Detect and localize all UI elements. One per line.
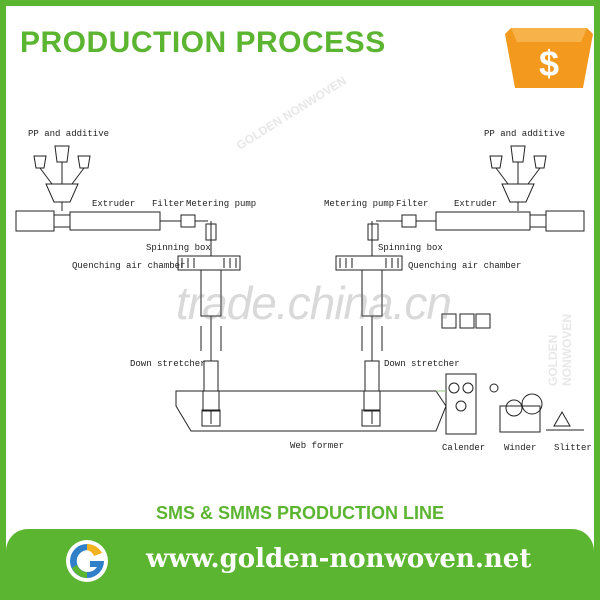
label-spinning-right: Spinning box bbox=[378, 243, 443, 253]
process-diagram: PP and additive PP and additive Extruder… bbox=[15, 129, 592, 453]
calender-unit bbox=[436, 313, 491, 435]
label-winder: Winder bbox=[504, 443, 536, 453]
label-pp-right: PP and additive bbox=[484, 129, 565, 139]
left-down-stretcher bbox=[202, 390, 220, 424]
label-quench-right: Quenching air chamber bbox=[408, 261, 521, 271]
label-calender: Calender bbox=[442, 443, 485, 453]
label-extruder-left: Extruder bbox=[92, 199, 135, 209]
winder-unit bbox=[489, 383, 543, 433]
website-link[interactable]: www.golden-nonwoven.net bbox=[146, 544, 532, 574]
label-spinning-left: Spinning box bbox=[146, 243, 211, 253]
label-down-left: Down stretcher bbox=[130, 359, 206, 369]
quench-hatching bbox=[181, 258, 399, 268]
label-pp-left: PP and additive bbox=[28, 129, 109, 139]
site-watermark: trade.china.cn bbox=[176, 277, 452, 329]
production-line-subtitle: SMS & SMMS PRODUCTION LINE bbox=[155, 503, 444, 523]
label-slitter: Slitter bbox=[554, 443, 592, 453]
golden-g-logo-icon bbox=[66, 540, 108, 582]
label-down-right: Down stretcher bbox=[384, 359, 460, 369]
right-down-stretcher bbox=[363, 390, 381, 424]
label-filter-right: Filter bbox=[396, 199, 428, 209]
label-metering-right: Metering pump bbox=[324, 199, 394, 209]
left-extruder bbox=[15, 210, 217, 256]
page-title: PRODUCTION PROCESS bbox=[20, 26, 386, 59]
label-quench-left: Quenching air chamber bbox=[72, 261, 185, 271]
right-extruder bbox=[367, 210, 585, 256]
slitter-unit bbox=[546, 410, 584, 431]
brand-watermark-side: GOLDEN NONWOVEN bbox=[546, 314, 574, 386]
svg-text:$: $ bbox=[539, 43, 559, 84]
left-hoppers bbox=[33, 145, 91, 211]
label-filter-left: Filter bbox=[152, 199, 184, 209]
label-web-former: Web former bbox=[290, 441, 344, 451]
label-metering-left: Metering pump bbox=[186, 199, 256, 209]
right-hoppers bbox=[489, 145, 547, 211]
dollar-tag-icon: $ bbox=[505, 28, 593, 88]
label-extruder-right: Extruder bbox=[454, 199, 497, 209]
